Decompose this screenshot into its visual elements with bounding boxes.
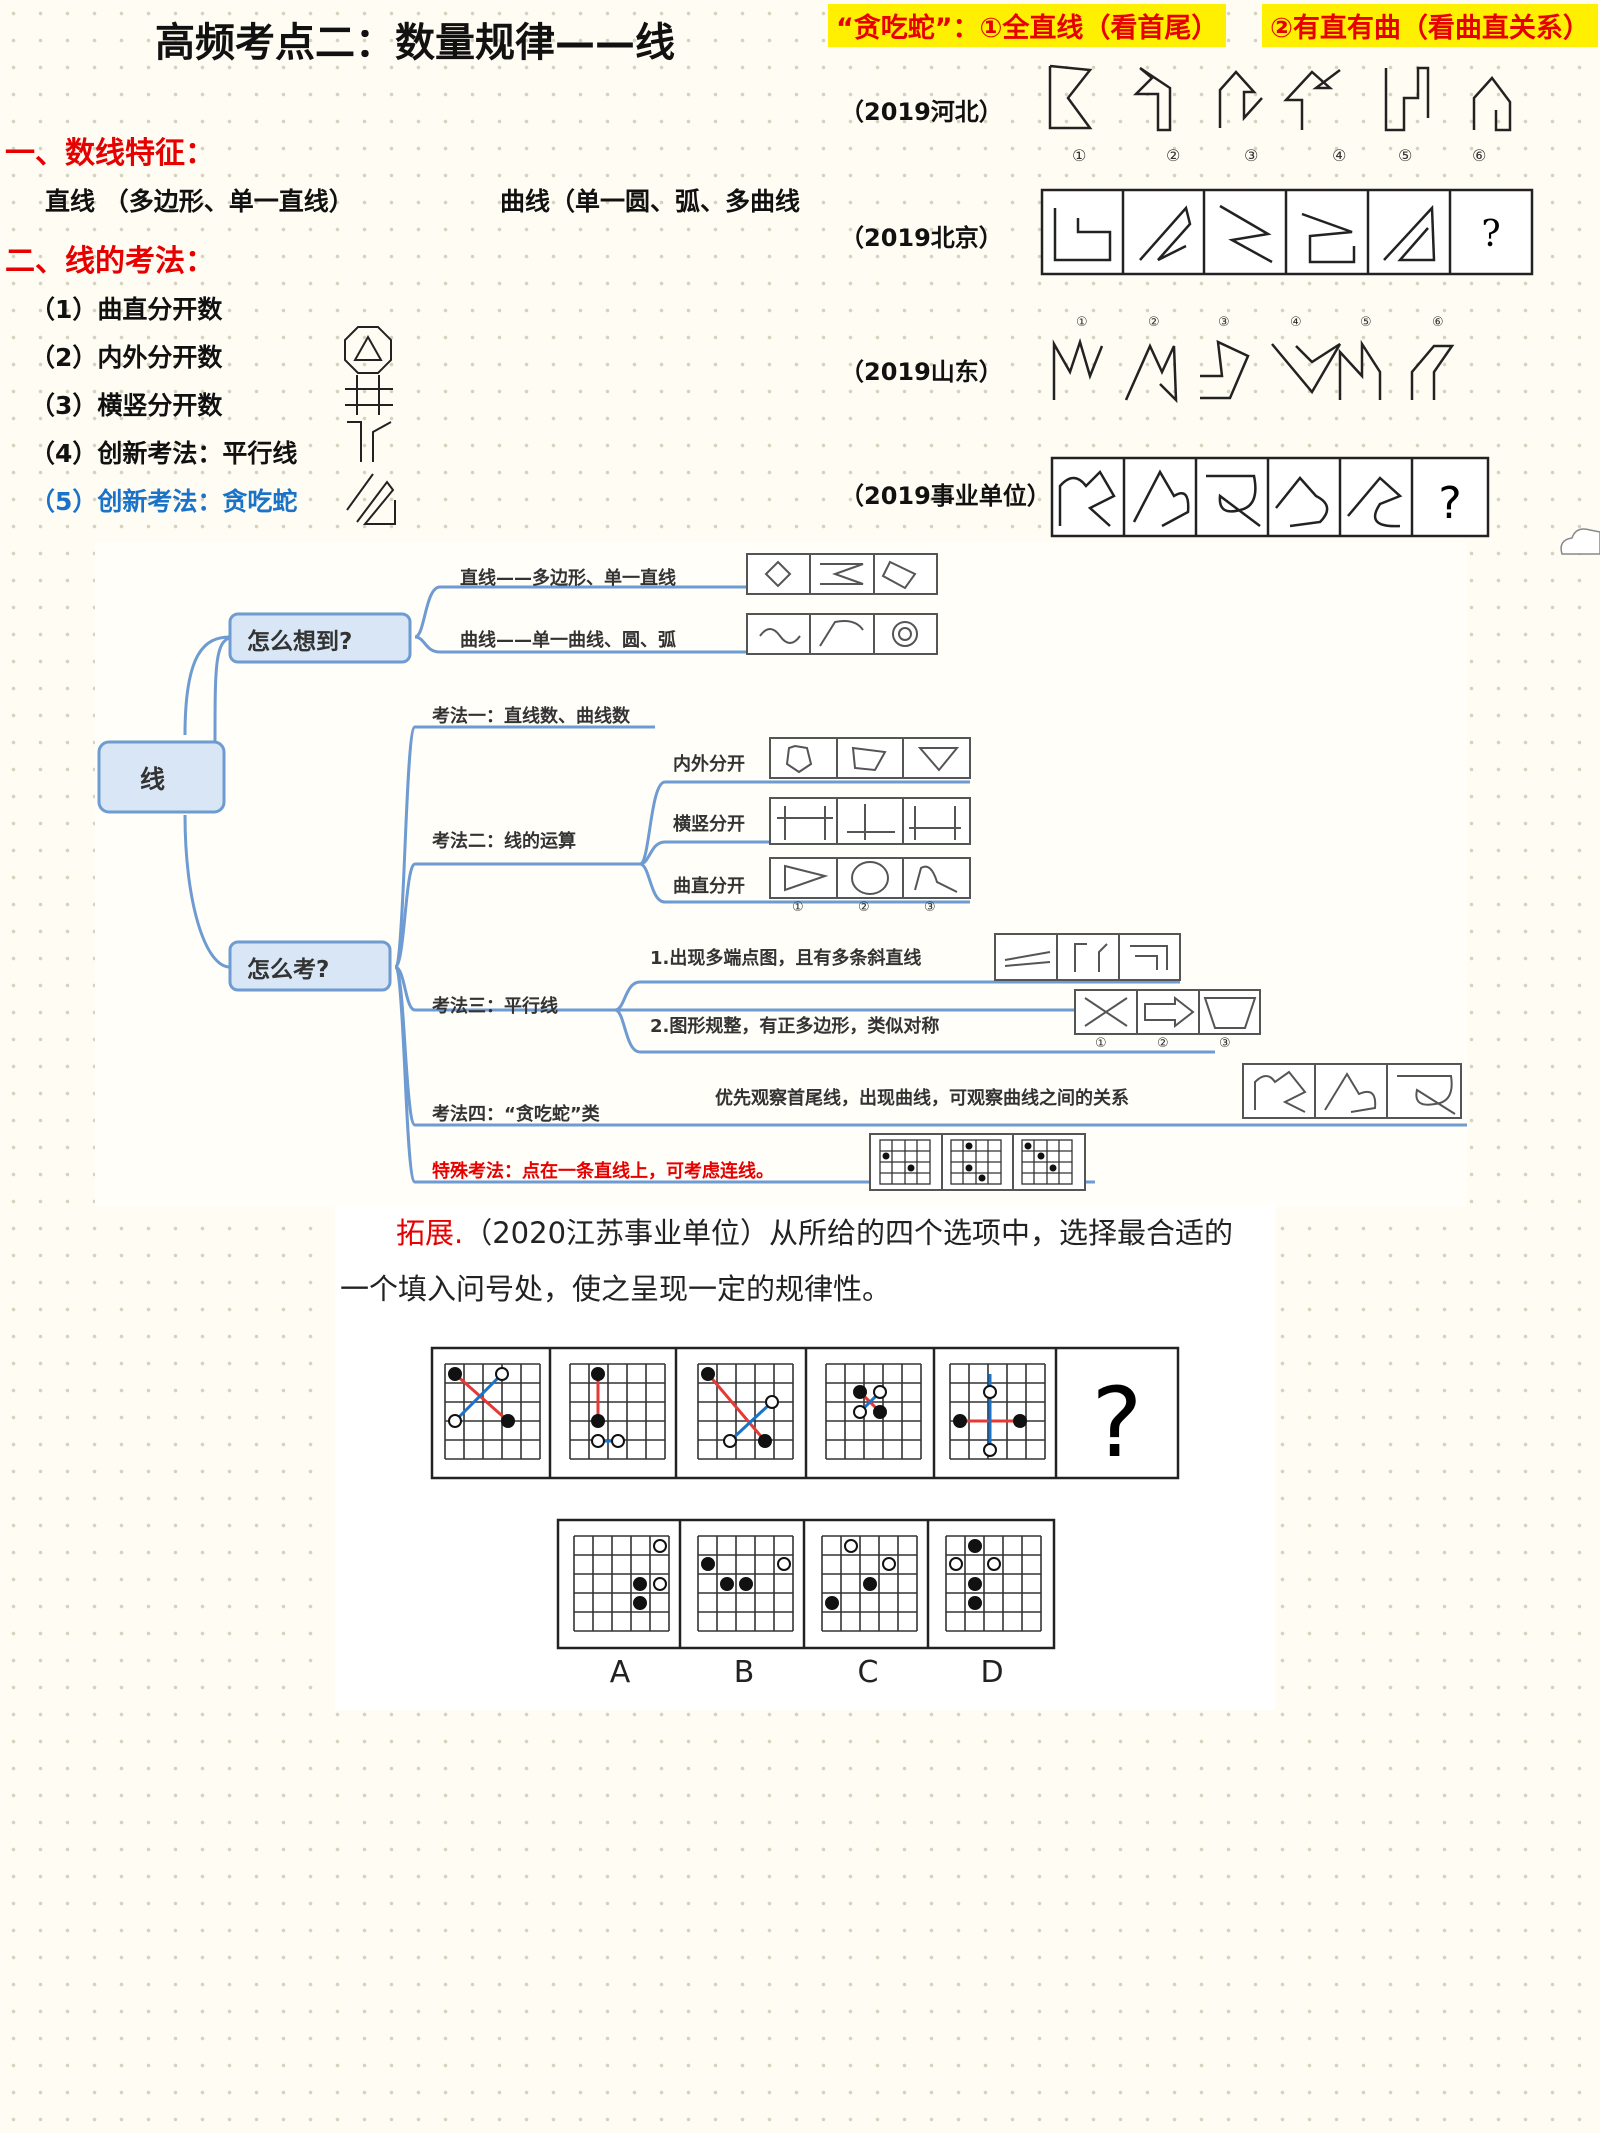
year-label-hebei: （2019河北） bbox=[840, 98, 1003, 126]
mm-c2b: ② bbox=[1157, 1036, 1169, 1051]
sd-circ-4: ④ bbox=[1290, 315, 1302, 330]
mindmap-connectors bbox=[97, 553, 1467, 1191]
year-label-beijing: （2019北京） bbox=[840, 224, 1003, 252]
mm-curve: 曲线——单一曲线、圆、弧 bbox=[460, 630, 676, 651]
mm-straight: 直线——多边形、单一直线 bbox=[460, 568, 676, 589]
curve-line-feature: 曲线（单一圆、弧、多曲线 bbox=[500, 187, 801, 216]
decor-cloud-icon bbox=[1560, 528, 1600, 555]
mm-method-2: 考法二：线的运算 bbox=[432, 831, 576, 852]
cross-lines-icon bbox=[345, 375, 393, 415]
mm-c3: ③ bbox=[924, 900, 936, 915]
hebei-circ-2: ② bbox=[1166, 146, 1181, 165]
method-item-5: （5）创新考法：贪吃蛇 bbox=[30, 487, 298, 516]
mindmap-how-test: 怎么考? bbox=[247, 957, 330, 983]
hebei-circ-1: ① bbox=[1072, 146, 1087, 165]
mm-method-3a: 1.出现多端点图，且有多条斜直线 bbox=[650, 948, 922, 969]
extension-label: 拓展. bbox=[396, 1216, 464, 1250]
question-sequence: ? bbox=[430, 1346, 1180, 1480]
section-heading-1: 一、数线特征： bbox=[5, 136, 215, 171]
snake-shape-icon bbox=[346, 473, 396, 525]
mindmap-panel: 线 怎么想到? 怎么考? 直线——多边形、单一直线 曲线——单一曲线、圆、弧 考… bbox=[95, 542, 1467, 1207]
hebei-circ-6: ⑥ bbox=[1472, 146, 1487, 165]
sd-circ-1: ① bbox=[1076, 315, 1088, 330]
sd-circ-3: ③ bbox=[1218, 315, 1230, 330]
mm-c1: ① bbox=[792, 900, 804, 915]
method-item-3: （3）横竖分开数 bbox=[30, 391, 223, 420]
mm-method-4a: 优先观察首尾线，出现曲线，可观察曲线之间的关系 bbox=[715, 1088, 1129, 1109]
snake-note-b: ②有直有曲（看曲直关系） bbox=[1262, 4, 1598, 47]
mindmap-root: 线 bbox=[140, 765, 166, 794]
sequence-question-mark: ? bbox=[1092, 1367, 1143, 1479]
hebei-circ-4: ④ bbox=[1332, 146, 1347, 165]
mm-c3b: ③ bbox=[1219, 1036, 1231, 1051]
sd-circ-6: ⑥ bbox=[1432, 315, 1444, 330]
octagon-triangle-icon bbox=[344, 326, 392, 374]
answer-options bbox=[556, 1518, 1056, 1650]
option-c[interactable]: C bbox=[857, 1655, 879, 1690]
shiye-figures: ? bbox=[1050, 456, 1490, 538]
hebei-figures bbox=[1048, 64, 1512, 132]
sd-circ-2: ② bbox=[1148, 315, 1160, 330]
mindmap-how-think: 怎么想到? bbox=[247, 629, 353, 655]
mm-method-4: 考法四：“贪吃蛇”类 bbox=[432, 1104, 600, 1125]
hebei-circ-5: ⑤ bbox=[1398, 146, 1413, 165]
mm-c2: ② bbox=[858, 900, 870, 915]
sd-circ-5: ⑤ bbox=[1360, 315, 1372, 330]
mm-method-3b: 2.图形规整，有正多边形，类似对称 bbox=[650, 1016, 940, 1037]
mm-method-2c: 曲直分开 bbox=[673, 876, 745, 897]
year-label-shiye: （2019事业单位） bbox=[840, 482, 1051, 510]
hebei-circ-3: ③ bbox=[1244, 146, 1259, 165]
parallel-lines-icon bbox=[347, 421, 392, 462]
extension-text-1: （2020江苏事业单位）从所给的四个选项中，选择最合适的 bbox=[463, 1216, 1234, 1250]
beijing-figures: ? bbox=[1040, 188, 1534, 276]
shandong-figures bbox=[1052, 337, 1455, 404]
section-heading-2: 二、线的考法： bbox=[5, 244, 215, 279]
option-d[interactable]: D bbox=[980, 1655, 1004, 1690]
mm-method-1: 考法一：直线数、曲线数 bbox=[432, 706, 630, 727]
mm-method-2a: 内外分开 bbox=[673, 754, 745, 775]
year-label-shandong: （2019山东） bbox=[840, 358, 1003, 386]
method-item-2: （2）内外分开数 bbox=[30, 343, 223, 372]
method-item-1: （1）曲直分开数 bbox=[30, 295, 223, 324]
straight-line-feature: 直线 （多边形、单一直线） bbox=[45, 187, 354, 216]
beijing-question-mark: ? bbox=[1481, 214, 1500, 255]
option-a[interactable]: A bbox=[609, 1655, 631, 1690]
mm-method-3: 考法三：平行线 bbox=[432, 996, 558, 1017]
method-item-4: （4）创新考法：平行线 bbox=[30, 439, 298, 468]
mm-method-2b: 横竖分开 bbox=[673, 814, 745, 835]
shiye-question-mark: ? bbox=[1438, 478, 1461, 529]
option-b[interactable]: B bbox=[733, 1655, 755, 1690]
extension-text-2: 一个填入问号处，使之呈现一定的规律性。 bbox=[340, 1272, 892, 1306]
extension-question: 拓展.（2020江苏事业单位）从所给的四个选项中，选择最合适的 一个填入问号处，… bbox=[340, 1205, 1270, 1317]
page-title: 高频考点二：数量规律——线 bbox=[155, 20, 675, 66]
mm-special: 特殊考法：点在一条直线上，可考虑连线。 bbox=[432, 1161, 774, 1182]
mm-c1b: ① bbox=[1095, 1036, 1107, 1051]
snake-note-a: “贪吃蛇”：①全直线（看首尾） bbox=[828, 4, 1227, 47]
